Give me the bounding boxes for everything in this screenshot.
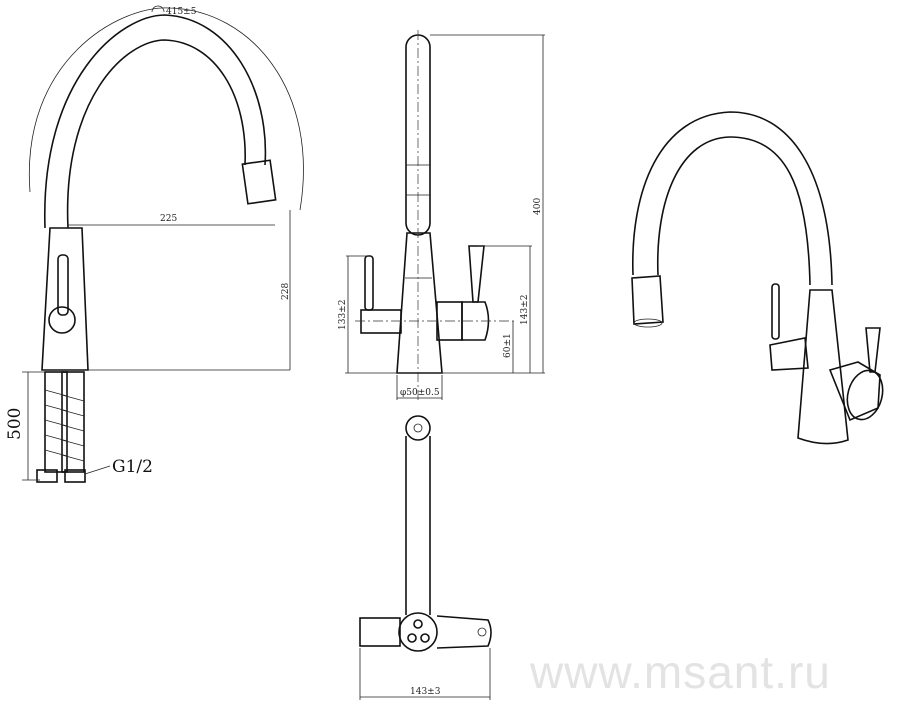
dim-right-handle-height: 143±2 — [520, 295, 530, 325]
dim-top-width: 143±3 — [410, 687, 441, 697]
spout-outer — [632, 111, 833, 286]
spray-head — [631, 275, 664, 325]
front-view: 400 133±2 143±2 60±1 φ50±0.5 — [338, 30, 545, 400]
side-view: 225 228 415±5 500 G1/2 — [5, 5, 304, 483]
dim-handle-axis-height: 60±1 — [503, 333, 513, 358]
left-handle-base — [769, 337, 809, 371]
dim-total-height: 400 — [533, 198, 543, 215]
body — [797, 289, 849, 445]
dim-base-diameter: φ50±0.5 — [400, 388, 440, 398]
spray-head — [241, 159, 277, 205]
lever — [57, 254, 69, 316]
right-handle — [468, 245, 485, 303]
watermark: www.msant.ru — [530, 646, 831, 698]
spout-inner — [656, 136, 811, 286]
dim-arc-radius: 415±5 — [166, 7, 197, 17]
left-handle — [771, 283, 780, 340]
right-handle — [865, 327, 881, 373]
right-handle-base — [828, 361, 881, 422]
spout-outer — [44, 14, 267, 229]
lever-base — [48, 306, 76, 334]
dim-spout-height: 228 — [281, 283, 291, 300]
body — [396, 232, 443, 374]
left-handle — [364, 255, 374, 311]
dim-thread: G1/2 — [112, 457, 153, 477]
dim-spout-reach: 225 — [160, 214, 177, 224]
perspective-view — [631, 111, 884, 445]
top-view: 143±3 — [359, 415, 492, 700]
body — [41, 227, 89, 371]
hoses — [36, 371, 86, 483]
spout-inner — [66, 39, 246, 229]
dim-hose-length: 500 — [5, 408, 25, 440]
swivel-arc — [28, 7, 304, 211]
dim-left-handle-height: 133±2 — [338, 300, 348, 330]
left-handle-base — [360, 309, 402, 334]
right-handle-base — [461, 301, 490, 341]
